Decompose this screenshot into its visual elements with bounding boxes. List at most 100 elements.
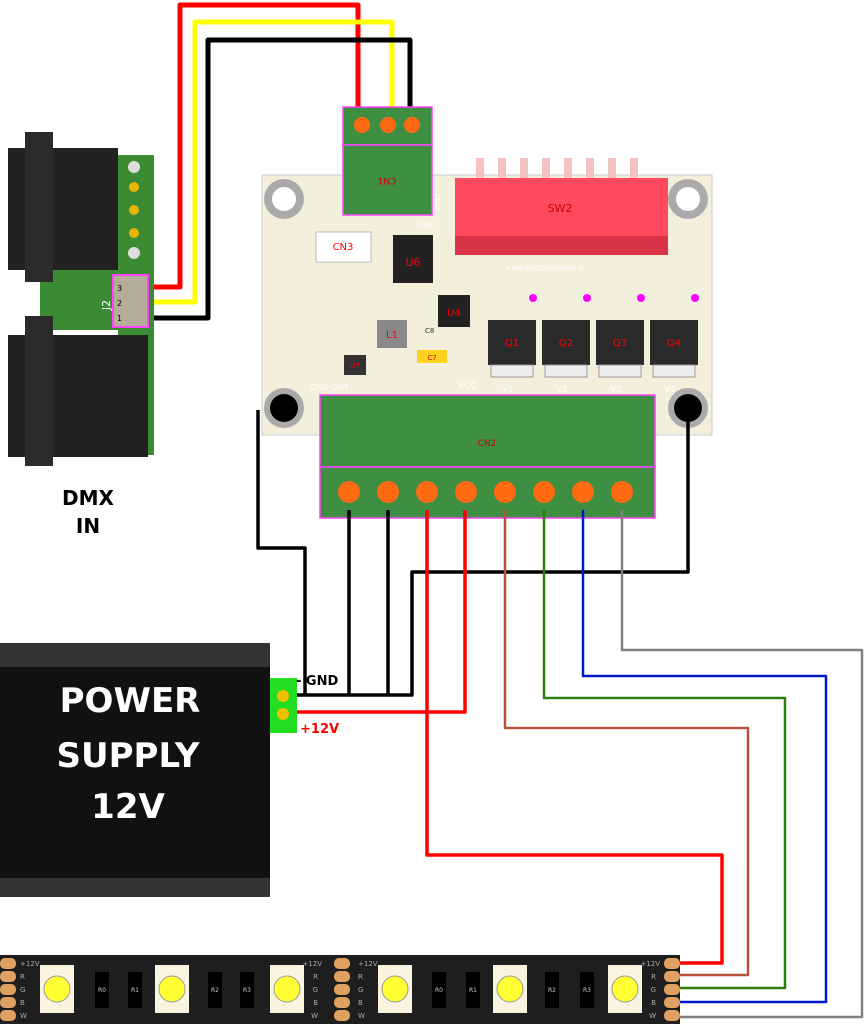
strip-pad-label: W [358, 1012, 365, 1020]
switch-pin [542, 158, 550, 180]
resistor-label: R2 [548, 987, 556, 994]
strip-pad [664, 958, 680, 969]
mosfet-tab [544, 364, 588, 378]
gnd-silk: GND [418, 221, 434, 229]
output-silk: V4 [665, 385, 676, 394]
strip-pad [0, 984, 16, 995]
psu-line1: POWER [60, 681, 201, 721]
strip-pad [664, 997, 680, 1008]
cn1-terminal-1 [354, 117, 370, 133]
cn2-terminal-4 [455, 481, 477, 503]
strip-pad [334, 958, 350, 969]
strip-pad [334, 997, 350, 1008]
j2-pin-2: 2 [117, 299, 122, 308]
led-lens [158, 975, 186, 1003]
strip-resistor [466, 972, 480, 1008]
strip-pad-label: +12V [302, 960, 322, 968]
led-lens [273, 975, 301, 1003]
test-point [691, 294, 699, 302]
wire-white-channel [620, 510, 864, 1019]
v12-label: +12V [300, 722, 339, 737]
wire-blue-channel [581, 510, 828, 1004]
strip-pad-label: G [20, 986, 25, 994]
dmx-connector: J2 3 2 1 [8, 132, 154, 466]
mosfet-q1 [488, 320, 536, 365]
strip-pad-label: W [649, 1012, 656, 1020]
dmx-wire-yellow [145, 19, 395, 305]
led-lens [381, 975, 409, 1003]
vcc-silk: VCC [458, 381, 477, 391]
resistor-label: R3 [243, 987, 251, 994]
switch-pin [520, 158, 528, 180]
cn1-terminal-3 [404, 117, 420, 133]
inductor-l1 [377, 320, 407, 348]
mosfet-q4 [650, 320, 698, 365]
resistor-label: R0 [98, 987, 106, 994]
switch-pin [564, 158, 572, 180]
led-lens [496, 975, 524, 1003]
mosfet-tab [490, 364, 534, 378]
gnd-out-silk: GND-OUT [310, 383, 349, 392]
switch-pin [630, 158, 638, 180]
controller-board: SW2 U6 CN3 U4 L1 C8 C7 U7 www.electrocon… [261, 158, 713, 436]
strip-pad-label: R [20, 973, 25, 981]
wire-red-channel [503, 510, 750, 977]
c8-label: C8 [425, 327, 434, 335]
u7-label: U7 [350, 362, 360, 370]
cn3-label: CN3 [333, 242, 354, 253]
led-lens [611, 975, 639, 1003]
cn2-terminal-6 [533, 481, 555, 503]
strip-pad-label: R [313, 973, 318, 981]
strip-pad-label: B [313, 999, 318, 1007]
mosfet-label: Q3 [613, 338, 627, 349]
strip-pad [664, 1010, 680, 1021]
strip-resistor [95, 972, 109, 1008]
u6-label: U6 [405, 256, 420, 269]
connector-cn3 [315, 231, 372, 263]
test-point [583, 294, 591, 302]
j2-pin-3: 3 [117, 284, 122, 293]
cn2-terminal-8 [611, 481, 633, 503]
strip-resistor [545, 972, 559, 1008]
switch-pin [586, 158, 594, 180]
strip-pad-label: G [313, 986, 318, 994]
test-point [529, 294, 537, 302]
dmx-in-label-line2: IN [76, 514, 100, 538]
strip-pad-label: +12V [20, 960, 40, 968]
j2-pin-1: 1 [117, 314, 122, 323]
strip-pad-label: W [311, 1012, 318, 1020]
led-lens [43, 975, 71, 1003]
switch-pin [608, 158, 616, 180]
dip-switch-sw2: SW2 [455, 158, 668, 255]
strip-pad-label: R [358, 973, 363, 981]
gnd-label: - GND [296, 674, 338, 689]
resistor-label: R1 [131, 987, 139, 994]
strip-pad-label: W [20, 1012, 27, 1020]
sw2-label: SW2 [548, 202, 573, 215]
strip-pad [664, 984, 680, 995]
wire-gnd-3 [296, 420, 690, 697]
strip-resistor [128, 972, 142, 1008]
dmx-wires [145, 2, 413, 321]
strip-resistor [208, 972, 222, 1008]
cn2-terminal-1 [338, 481, 360, 503]
u4-label: U4 [447, 308, 461, 319]
resistor-label: R1 [469, 987, 477, 994]
cn1-label: CN1 [378, 175, 397, 185]
resistor-label: R2 [211, 987, 219, 994]
dmx-wire-red [145, 2, 361, 290]
dmx-in-label-line1: DMX [62, 486, 115, 510]
mosfet-q3 [596, 320, 644, 365]
strip-pad [0, 1010, 16, 1021]
strip-pad [664, 971, 680, 982]
chip-u6 [393, 235, 433, 283]
strip-pad [334, 984, 350, 995]
wire-gnd-hole [256, 410, 307, 695]
cn2-label: CN2 [478, 439, 497, 449]
strip-pad-label: +12V [640, 960, 660, 968]
strip-pad-label: B [20, 999, 25, 1007]
c7-label: C7 [427, 354, 436, 362]
